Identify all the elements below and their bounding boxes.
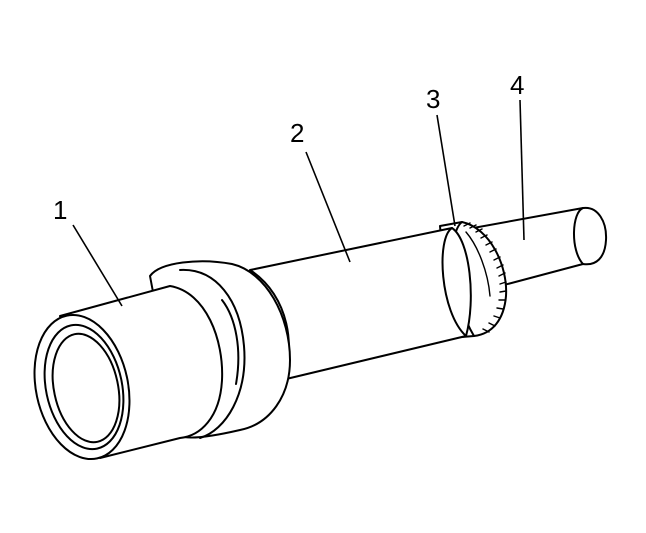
leader-3: [436, 114, 456, 227]
callout-4: 4: [510, 70, 524, 100]
main-shaft-body: [249, 227, 472, 381]
callout-2: 2: [290, 118, 304, 148]
callout-1: 1: [53, 195, 67, 225]
leader-1: [72, 224, 123, 307]
leader-4: [519, 99, 525, 241]
end-cup: [33, 285, 224, 461]
leader-2: [305, 151, 351, 263]
callout-3: 3: [426, 84, 440, 114]
